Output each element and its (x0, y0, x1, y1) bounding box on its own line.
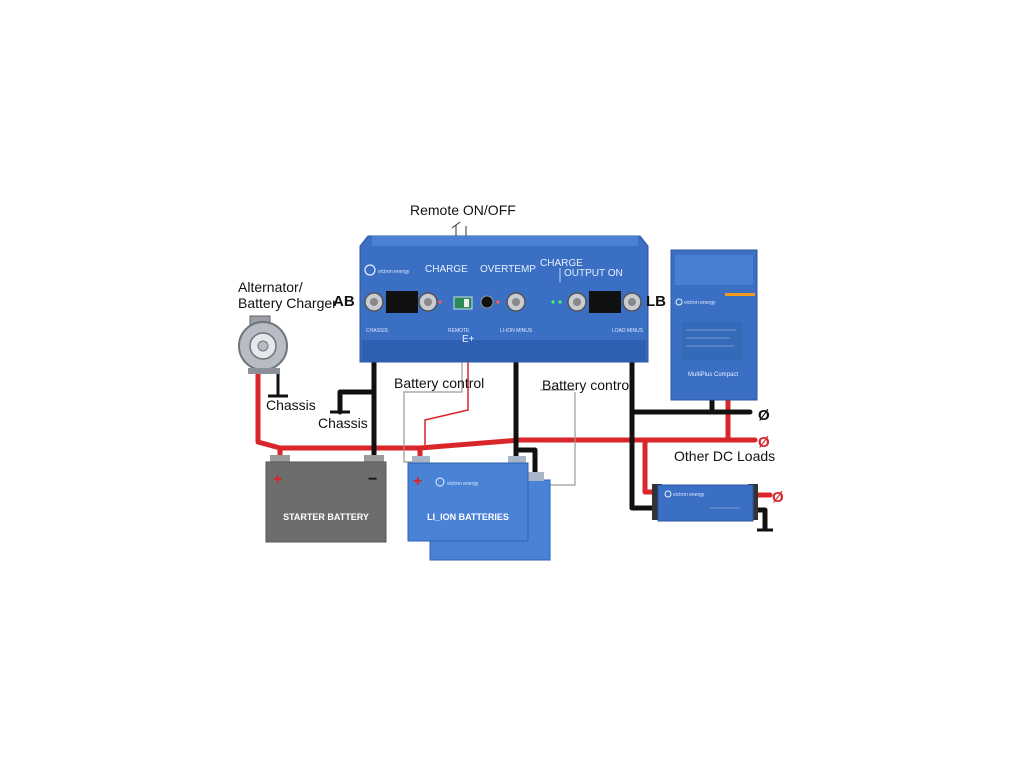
alternator-label-2: Battery Charger (238, 295, 337, 311)
li-ion-minus-terminal-inner (512, 298, 520, 306)
led-charge-label: CHARGE (425, 264, 468, 275)
inverter-brand-icon (675, 298, 683, 306)
chassis-label-main: Chassis (318, 415, 368, 431)
no-load-symbol-3: Ø (772, 489, 784, 506)
starter-minus-sign: − (368, 471, 377, 488)
inverter-model: MultiPlus Compact (688, 372, 738, 378)
ab-label: AB (333, 293, 355, 310)
no-load-symbol-1: Ø (758, 407, 770, 424)
alternator (238, 315, 288, 374)
lb-label: LB (646, 293, 666, 310)
chassis-label-alternator: Chassis (266, 397, 316, 413)
starter-battery-body (265, 461, 387, 543)
main-unit-body (359, 235, 649, 363)
remote-jack (480, 295, 494, 309)
positive-wires (255, 369, 773, 498)
led-charge-output-label-1: CHARGE (540, 258, 583, 269)
charger-ground-wire (752, 507, 768, 531)
term-load-minus-label: LOAD MINUS (612, 328, 644, 334)
led-charge-output-label-2: OUTPUT ON (564, 268, 623, 279)
lb-terminal-block (589, 291, 621, 313)
remote-switch-lever (451, 221, 461, 229)
alternator-core (257, 340, 269, 352)
li-ion-batteries-label: LI_ION BATTERIES (427, 512, 509, 522)
alternator-positive-wire (255, 369, 283, 451)
battery-control-label-2: Battery control (542, 377, 632, 393)
term-li-ion-minus-label: LI-ION MINUS (500, 328, 533, 334)
charger-brand: victron energy (673, 492, 705, 498)
remote-on-off-label: Remote ON/OFF (410, 202, 516, 218)
li-ion-minus-link (513, 447, 538, 475)
main-unit-brand: victron energy (378, 269, 410, 275)
ab-terminal-inner (370, 298, 378, 306)
battery-control-label-1: Battery control (394, 375, 484, 391)
led-overtemp-label: OVERTEMP (480, 264, 536, 275)
starter-plus-sign: + (273, 471, 282, 488)
main-unit: victron energy CHARGE OVERTEMP CHARGE OU… (359, 235, 649, 363)
starter-battery: + − STARTER BATTERY (265, 455, 387, 543)
li-ion-terminal-pos (412, 456, 430, 464)
inverter-orange-stripe (725, 293, 755, 296)
charger-brand-icon (664, 490, 672, 498)
term-e-plus-label: E+ (462, 334, 475, 345)
starter-battery-label: STARTER BATTERY (283, 512, 369, 522)
li-ion-front-battery (407, 462, 529, 542)
battery-control-wire-2 (548, 392, 576, 486)
starter-terminal-pos (270, 455, 290, 463)
li-ion-back-terminal (528, 472, 544, 481)
no-load-symbol-2: Ø (758, 434, 770, 451)
li-ion-plus-sign: + (413, 473, 422, 490)
victron-logo-icon (364, 264, 376, 276)
charger-left-bracket (652, 484, 662, 520)
positive-bus-wire (277, 437, 758, 451)
li-ion-terminal-neg (508, 456, 526, 464)
remote-connector-pin (464, 299, 469, 307)
remote-connector (453, 296, 473, 310)
inverter: victron energy MultiPlus Compact (670, 249, 758, 401)
output-led-icon (558, 300, 562, 304)
alternator-label-1: Alternator/ (238, 279, 303, 295)
inverter-top-vent (675, 255, 753, 285)
lb-terminal-inner-2 (628, 298, 636, 306)
inverter-panel (682, 322, 742, 360)
red-led-icon (438, 300, 442, 304)
chassis-ground-branch (337, 389, 377, 415)
ab-terminal-block (386, 291, 418, 313)
term-chassis-label: CHASSIS (366, 328, 389, 334)
charger-unit: victron energy (652, 484, 758, 522)
battery-control-wire-1 (403, 312, 463, 463)
inverter-brand: victron energy (684, 300, 716, 306)
lb-terminal-inner (573, 298, 581, 306)
other-dc-loads-label: Other DC Loads (674, 448, 775, 464)
li-ion-brand: victron energy (447, 481, 479, 487)
battery-control-wires (403, 312, 576, 486)
starter-terminal-neg (364, 455, 384, 463)
term-remote-label: REMOTE (448, 328, 470, 334)
charger-body (657, 484, 754, 522)
load-minus-wire (629, 300, 661, 511)
main-unit-top-edge (372, 236, 638, 246)
li-ion-brand-icon (435, 477, 445, 487)
ab-terminal-inner-2 (424, 298, 432, 306)
main-unit-bottom-fins (362, 340, 646, 362)
overtemp-led-icon (496, 300, 500, 304)
li-ion-batteries: + victron energy LI_ION BATTERIES (407, 456, 551, 561)
charge-led-icon (551, 300, 555, 304)
alternator-base (248, 368, 280, 374)
